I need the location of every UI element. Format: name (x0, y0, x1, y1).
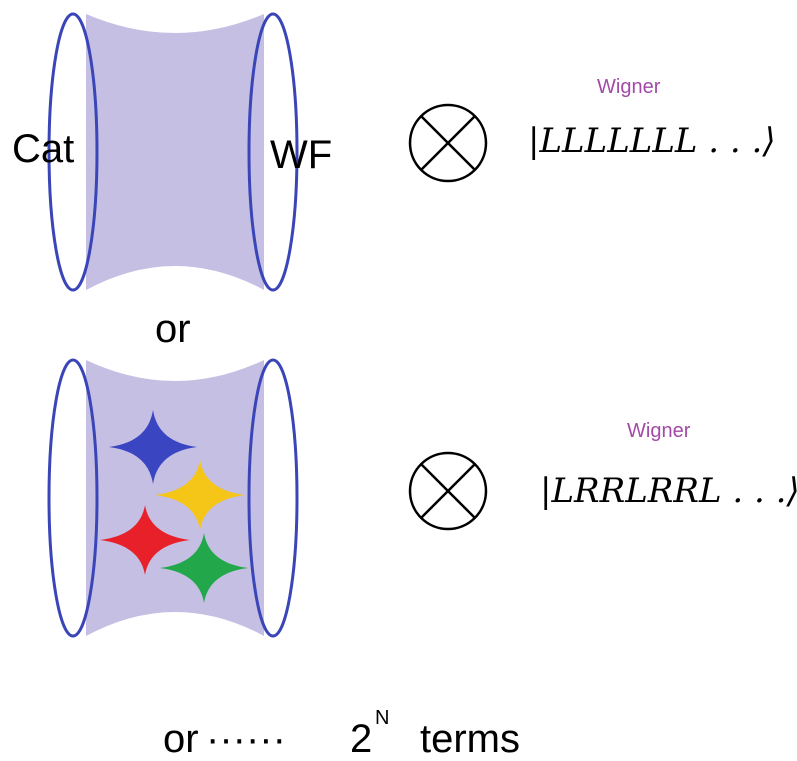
top-tube-fill (86, 14, 264, 290)
top-right-ring (247, 12, 299, 292)
red-star-icon (100, 505, 190, 575)
top-wormhole: Cat WF (12, 12, 332, 292)
footer-exponent: N (375, 707, 389, 729)
bottom-tensor-product-icon (408, 451, 488, 531)
yellow-star-icon (155, 460, 245, 530)
footer-or: or (163, 717, 199, 761)
bottom-right-ring (247, 358, 299, 638)
cat-label: Cat (12, 127, 74, 171)
top-tensor-product-icon (408, 103, 488, 183)
footer-base: 2 (350, 717, 372, 761)
bottom-wormhole (47, 358, 299, 638)
blue-star-icon (109, 410, 197, 484)
top-ket: |LLLLLLL . . .⟩ (528, 121, 776, 161)
top-left-ring (47, 12, 99, 292)
footer-dots: ······ (206, 717, 286, 761)
bottom-wigner-label: Wigner (627, 420, 691, 442)
or-label: or (155, 307, 191, 351)
footer-terms: terms (420, 717, 520, 761)
footer-expression: or ······ 2 N terms (163, 707, 520, 761)
bottom-ket: |LRRLRRL . . .⟩ (540, 471, 797, 511)
top-wigner-label: Wigner (597, 76, 661, 98)
bottom-left-ring (47, 358, 99, 638)
wf-label: WF (270, 133, 332, 177)
green-star-icon (160, 533, 248, 603)
